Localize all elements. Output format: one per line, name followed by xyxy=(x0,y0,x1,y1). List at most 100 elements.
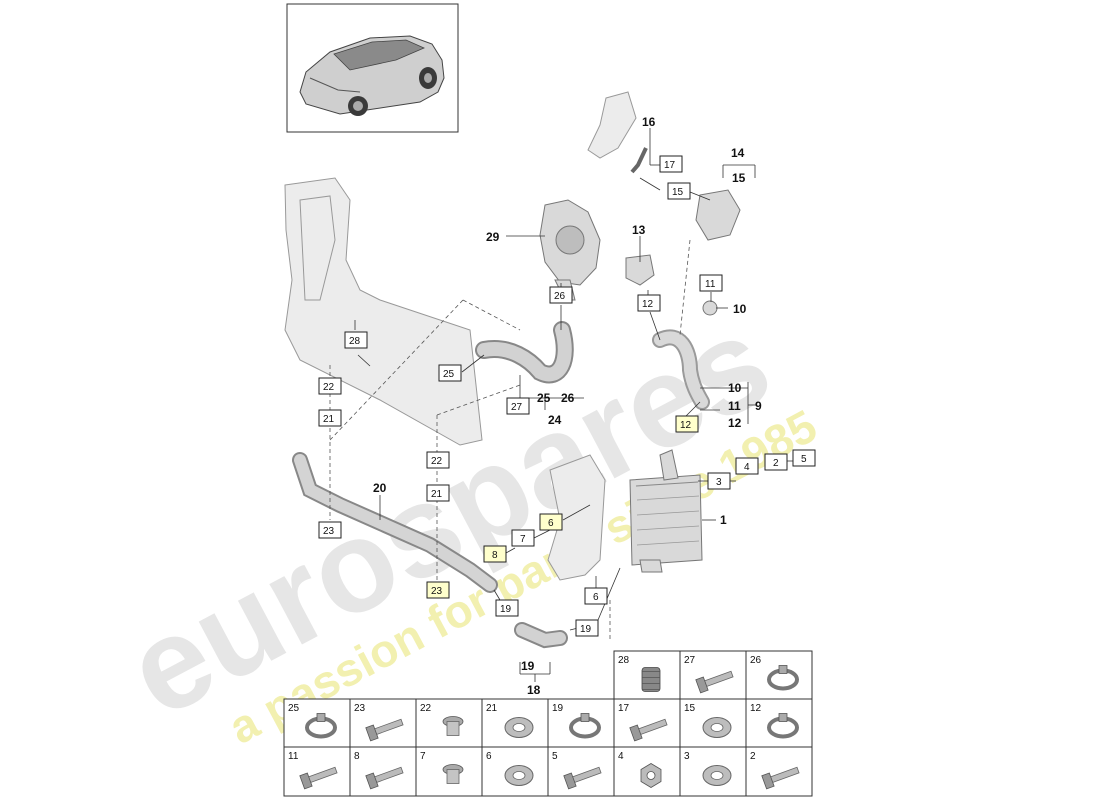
cap-10 xyxy=(702,300,718,316)
mounting-bracket-top xyxy=(587,91,637,159)
callout-26-box[interactable]: 26 xyxy=(549,286,573,304)
callout-27[interactable]: 27 xyxy=(506,397,530,415)
hose-16 xyxy=(630,147,648,174)
callout-6-lower[interactable]: 6 xyxy=(584,587,608,605)
callout-3[interactable]: 3 xyxy=(707,472,731,490)
legend-cell-28[interactable]: 28 xyxy=(613,650,681,701)
legend-cell-8[interactable]: 8 xyxy=(349,746,417,797)
callout-19-left[interactable]: 19 xyxy=(495,599,519,617)
legend-cell-label: 19 xyxy=(552,703,564,714)
callout-7[interactable]: 7 xyxy=(511,529,535,547)
callout-23-highlight[interactable]: 23 xyxy=(426,581,450,599)
nut-icon xyxy=(640,763,662,788)
svg-text:22: 22 xyxy=(431,456,443,467)
callout-25: 25 xyxy=(537,391,551,405)
turbocharger-29 xyxy=(539,199,601,301)
callout-21-left[interactable]: 21 xyxy=(318,409,342,427)
legend-cell-label: 4 xyxy=(618,751,624,762)
legend-cell-23[interactable]: 23 xyxy=(349,698,417,749)
svg-text:28: 28 xyxy=(349,336,361,347)
legend-cell-6[interactable]: 6 xyxy=(481,746,549,797)
callout-12-top[interactable]: 12 xyxy=(637,294,661,312)
callout-21-mid[interactable]: 21 xyxy=(426,484,450,502)
washer-icon xyxy=(702,765,732,786)
vehicle-thumbnail xyxy=(286,3,459,133)
svg-text:15: 15 xyxy=(672,187,684,198)
svg-text:22: 22 xyxy=(323,382,335,393)
svg-text:11: 11 xyxy=(705,279,716,290)
legend-cell-17[interactable]: 17 xyxy=(613,698,681,749)
callout-25-box[interactable]: 25 xyxy=(438,364,462,382)
callout-2[interactable]: 2 xyxy=(764,453,788,471)
callout-6-highlight[interactable]: 6 xyxy=(539,513,563,531)
legend-cell-label: 6 xyxy=(486,751,492,762)
legend-cell-label: 12 xyxy=(750,703,762,714)
svg-text:4: 4 xyxy=(744,462,750,473)
callout-22-mid[interactable]: 22 xyxy=(426,451,450,469)
callout-17[interactable]: 17 xyxy=(659,155,683,173)
intercooler-1 xyxy=(629,449,703,573)
svg-text:25: 25 xyxy=(443,369,455,380)
legend-cell-15[interactable]: 15 xyxy=(679,698,747,749)
legend-cell-3[interactable]: 3 xyxy=(679,746,747,797)
svg-text:23: 23 xyxy=(323,526,335,537)
callout-5[interactable]: 5 xyxy=(792,449,816,467)
legend-cell-2[interactable]: 2 xyxy=(745,746,813,797)
callout-22-left[interactable]: 22 xyxy=(318,377,342,395)
svg-text:12: 12 xyxy=(680,420,692,431)
legend-cell-4[interactable]: 4 xyxy=(613,746,681,797)
callout-11-top[interactable]: 11 xyxy=(699,274,723,292)
callout-23-left[interactable]: 23 xyxy=(318,521,342,539)
legend-cell-label: 21 xyxy=(486,703,498,714)
svg-text:21: 21 xyxy=(323,414,335,425)
callout-16: 16 xyxy=(642,115,656,129)
coolant-pipe-20 xyxy=(292,452,498,593)
bolt-icon xyxy=(365,718,404,742)
svg-text:2: 2 xyxy=(773,458,779,469)
callouts: 16 14 15 17 15 29 13 26 12 11 10 28 xyxy=(318,115,816,697)
callout-15[interactable]: 15 xyxy=(667,182,691,200)
clamp-icon xyxy=(767,665,799,691)
legend-cell-label: 25 xyxy=(288,703,300,714)
callout-4[interactable]: 4 xyxy=(735,457,759,475)
svg-text:21: 21 xyxy=(431,489,443,500)
legend-cell-27[interactable]: 27 xyxy=(679,650,747,701)
svg-text:19: 19 xyxy=(500,604,512,615)
legend-cell-21[interactable]: 21 xyxy=(481,698,549,749)
legend-cell-label: 7 xyxy=(420,751,426,762)
callout-8-highlight[interactable]: 8 xyxy=(483,545,507,563)
legend-cell-5[interactable]: 5 xyxy=(547,746,615,797)
legend-cell-label: 23 xyxy=(354,703,366,714)
legend-cell-19[interactable]: 19 xyxy=(547,698,615,749)
legend-cell-25[interactable]: 25 xyxy=(283,698,351,749)
intake-pipe-15 xyxy=(695,189,741,241)
boot-icon xyxy=(641,667,661,692)
legend-cell-label: 11 xyxy=(288,751,299,762)
legend-cell-label: 3 xyxy=(684,751,690,762)
legend-cell-11[interactable]: 11 xyxy=(283,746,351,797)
callout-12-highlight[interactable]: 12 xyxy=(675,415,699,433)
callout-19-right[interactable]: 19 xyxy=(575,619,599,637)
legend-cell-12[interactable]: 12 xyxy=(745,698,813,749)
legend-cell-26[interactable]: 26 xyxy=(745,650,813,701)
callout-11: 11 xyxy=(728,399,741,413)
callout-28[interactable]: 28 xyxy=(344,331,368,349)
svg-text:6: 6 xyxy=(548,518,554,529)
grommet-icon xyxy=(442,764,464,784)
screw-icon xyxy=(761,766,800,790)
legend-cell-22[interactable]: 22 xyxy=(415,698,483,749)
legend-cell-7[interactable]: 7 xyxy=(415,746,483,797)
callout-24: 24 xyxy=(548,413,562,427)
svg-text:26: 26 xyxy=(554,291,566,302)
callout-13: 13 xyxy=(632,223,646,237)
screw-icon xyxy=(629,718,668,742)
svg-text:7: 7 xyxy=(520,534,526,545)
svg-text:17: 17 xyxy=(664,160,676,171)
bolt-icon xyxy=(563,766,602,790)
legend-cell-label: 15 xyxy=(684,703,696,714)
callout-20: 20 xyxy=(373,481,387,495)
bolt-icon xyxy=(695,670,734,694)
callout-18: 18 xyxy=(527,683,541,697)
svg-text:5: 5 xyxy=(801,454,807,465)
